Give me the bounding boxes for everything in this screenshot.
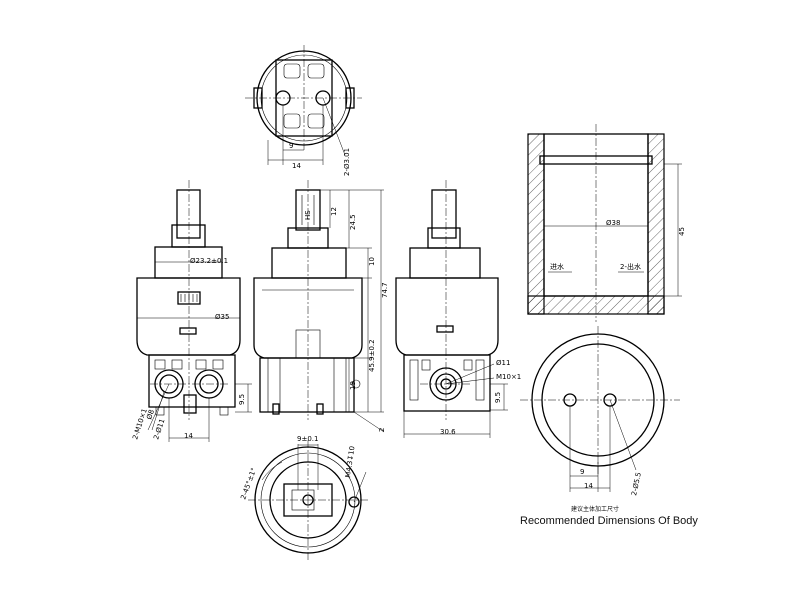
rear-dim-dia11: Ø11	[496, 359, 510, 367]
side-view: HS 12 24.5 10 74.7 45.9±0.2 19 2	[253, 180, 389, 433]
body-label-outlet: 2-出水	[620, 262, 641, 271]
body-label-inlet: 进水	[550, 262, 564, 271]
top-dim-14: 14	[292, 162, 301, 170]
body-section: Ø38 45 进水 2-出水	[527, 124, 686, 322]
front-dim-dia35: Ø35	[215, 313, 229, 321]
plan-dim-holes: 2-Ø5.5	[630, 472, 643, 497]
top-dim-9: 9	[289, 142, 293, 150]
rear-dim-306: 30.6	[440, 428, 456, 436]
top-dim-holes: 2-Ø3.01	[343, 148, 351, 176]
body-dim-45: 45	[678, 227, 686, 236]
side-dim-19: 19	[349, 381, 357, 390]
front-dim-dia11: 2-Ø11	[152, 418, 166, 441]
plan-dim-9: 9	[580, 468, 584, 476]
front-view: Ø23.2±0.1 Ø35 14 9.5 2-M10×1 Ø8 2-Ø11	[131, 180, 252, 442]
side-dim-10: 10	[368, 257, 376, 266]
side-dim-2: 2	[378, 428, 386, 432]
bottom-dim-m4: M4.3↧10	[344, 446, 356, 479]
rear-dim-95: 9.5	[494, 392, 502, 403]
rear-dim-m10: M10×1	[496, 373, 521, 381]
bottom-view: 9±0.1 2-45°±1° M4.3↧10	[239, 435, 368, 560]
rear-view: Ø11 M10×1 9.5 30.6	[395, 180, 521, 438]
plan-dim-14: 14	[584, 482, 593, 490]
side-dim-12: 12	[330, 207, 338, 216]
front-dim-95: 9.5	[238, 394, 246, 405]
front-dim-dia232: Ø23.2±0.1	[190, 257, 228, 265]
caption-note: 建议主体加工尺寸	[571, 506, 620, 513]
side-dim-747: 74.7	[381, 282, 389, 298]
top-view: 9 14 2-Ø3.01	[245, 45, 362, 176]
body-dim-dia38: Ø38	[606, 219, 620, 227]
front-dim-14: 14	[184, 432, 193, 440]
side-dim-245: 24.5	[349, 214, 357, 230]
body-plan: 9 14 2-Ø5.5	[520, 326, 680, 496]
side-dim-459: 45.9±0.2	[368, 339, 376, 372]
caption: Recommended Dimensions Of Body	[520, 515, 698, 527]
bottom-dim-9: 9±0.1	[297, 435, 318, 443]
front-dim-dia8: Ø8	[145, 409, 156, 421]
